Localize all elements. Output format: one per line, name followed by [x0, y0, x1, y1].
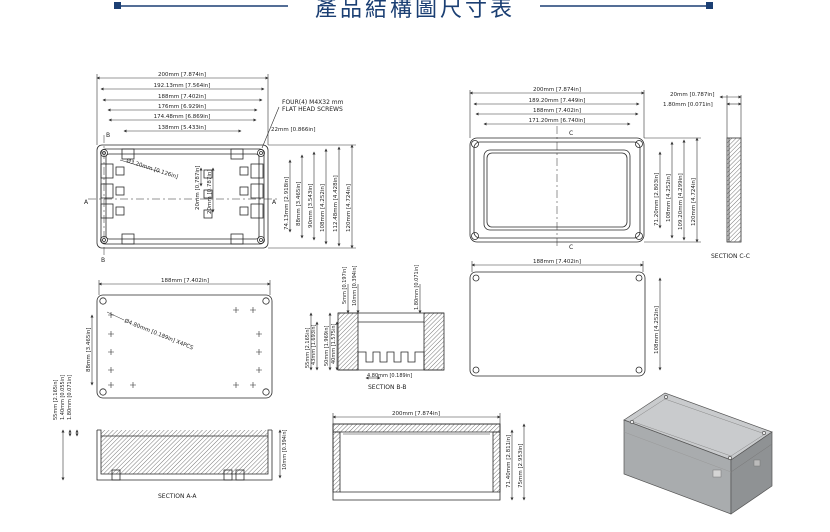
- marker-a-right: A: [272, 199, 277, 206]
- marker-c-bottom: C: [569, 244, 573, 251]
- section-cc-caption: SECTION C-C: [711, 253, 750, 260]
- lid-dim-188: 188mm [7.402in]: [161, 278, 209, 284]
- dim-120: 120mm [4.724in]: [346, 184, 352, 232]
- dim-90: 90mm [3.543in]: [308, 183, 314, 228]
- cc-dim-189: 189.20mm [7.449in]: [529, 98, 586, 104]
- dim-188: 188mm [7.402in]: [158, 94, 206, 100]
- section-cc-labels: 200mm [7.874in] 189.20mm [7.449in] 188mm…: [529, 87, 750, 260]
- bb-dim-40: 40mm [1.575in]: [331, 323, 337, 364]
- dim-88: 88mm [3.465in]: [296, 181, 302, 226]
- lid-view-labels: 188mm [7.402in] Ø4.80mm [0.189in] X4PCS …: [86, 278, 209, 372]
- marker-b-bottom: B: [101, 257, 105, 264]
- cc-dim-171: 171.20mm [6.740in]: [529, 118, 586, 124]
- cc-dim-20: 20mm [0.787in]: [670, 92, 715, 98]
- dim-112: 112.48mm [4.428in]: [333, 175, 339, 232]
- section-aa-labels: 55mm [2.165in] 1.40mm [0.055in] 1.80mm […: [53, 375, 288, 500]
- top-left-width-dims: [96, 74, 269, 145]
- isometric-enclosure: [623, 392, 773, 515]
- lid-crosses: [108, 307, 262, 388]
- bb-dim-180: 1.80mm [0.071in]: [414, 265, 420, 310]
- side-dim-200: 200mm [7.874in]: [392, 411, 440, 417]
- aa-dim-180: 1.80mm [0.071in]: [67, 375, 73, 420]
- section-cc-view: [469, 90, 742, 246]
- section-bb-labels: 5mm [0.197in] 10mm [0.394in] 1.80mm [0.0…: [305, 265, 420, 391]
- screws-note-2: FLAT HEAD SCREWS: [282, 106, 343, 113]
- top-left-view: [88, 74, 356, 258]
- lid-dim-88: 88mm [3.465in]: [86, 327, 92, 372]
- dim-176: 176mm [6.929in]: [158, 104, 206, 110]
- header-rule: [114, 2, 713, 9]
- bb-dim-10: 10mm [0.394in]: [352, 265, 358, 306]
- side-dim-7140: 71.40mm [2.811in]: [506, 435, 512, 488]
- dim-200: 200mm [7.874in]: [158, 72, 206, 78]
- bb-dim-50: 50mm [1.969in]: [324, 325, 330, 366]
- screws-note-1: FOUR(4) M4X32 mm: [282, 99, 344, 106]
- dim-20b: 20mm [0.787in]: [207, 169, 213, 214]
- cc-dim-200: 200mm [7.874in]: [533, 87, 581, 93]
- bb-dim-43: 43mm [1.693in]: [311, 324, 317, 365]
- aa-dim-10: 10mm [0.394in]: [282, 429, 288, 470]
- marker-a-left: A: [84, 199, 89, 206]
- dim-138: 138mm [5.433in]: [158, 125, 206, 131]
- dim-20a: 20mm [0.787in]: [195, 165, 201, 210]
- marker-b-top: B: [106, 132, 110, 139]
- cc-dim-109: 109.20mm [4.299in]: [678, 173, 684, 230]
- dim-108: 108mm [4.252in]: [320, 184, 326, 232]
- bottom-view-labels: 188mm [7.402in] 108mm [4.252in]: [533, 259, 660, 354]
- cc-dim-71: 71.20mm [2.803in]: [654, 173, 660, 226]
- bb-dim-55: 55mm [2.165in]: [305, 327, 311, 368]
- bottom-dim-108: 108mm [4.252in]: [654, 306, 660, 354]
- bb-dim-5: 5mm [0.197in]: [342, 267, 348, 304]
- bottom-view: [469, 261, 662, 377]
- page-title: 產品結構圖尺寸表: [314, 0, 515, 22]
- dim-174: 174.48mm [6.869in]: [154, 114, 211, 120]
- side-bosses: [100, 163, 264, 219]
- dim-74: 74.13mm [2.918in]: [284, 177, 290, 230]
- section-bb-view: [309, 284, 445, 380]
- bb-dim-480: 4.80mm [0.189in]: [367, 373, 412, 379]
- side-view: [332, 413, 526, 501]
- section-aa-caption: SECTION A-A: [158, 493, 197, 500]
- dim-22: 22mm [0.866in]: [271, 127, 316, 133]
- aa-dim-55: 55mm [2.165in]: [53, 379, 59, 420]
- dim-192: 192.13mm [7.564in]: [154, 83, 211, 89]
- lid-view: [90, 280, 273, 399]
- lid-hole-dim: Ø4.80mm [0.189in] X4PCS: [123, 317, 194, 351]
- side-dim-75: 75mm [2.953in]: [518, 443, 524, 488]
- bottom-dim-188: 188mm [7.402in]: [533, 259, 581, 265]
- marker-c-top: C: [569, 130, 573, 137]
- cc-dim-120: 120mm [4.724in]: [691, 178, 697, 226]
- cc-dim-180: 1.80mm [0.071in]: [663, 102, 713, 108]
- cc-dim-188: 188mm [7.402in]: [533, 108, 581, 114]
- aa-dim-140: 1.40mm [0.055in]: [60, 375, 66, 420]
- header: 產品結構圖尺寸表: [0, 0, 830, 24]
- section-bb-caption: SECTION B-B: [368, 384, 407, 391]
- section-aa-view: [61, 429, 282, 481]
- side-view-labels: 200mm [7.874in] 71.40mm [2.811in] 75mm […: [392, 411, 524, 488]
- hole-diameter: Ø3.20mm [0.126in]: [125, 157, 179, 180]
- cc-dim-108: 108mm [4.252in]: [666, 174, 672, 222]
